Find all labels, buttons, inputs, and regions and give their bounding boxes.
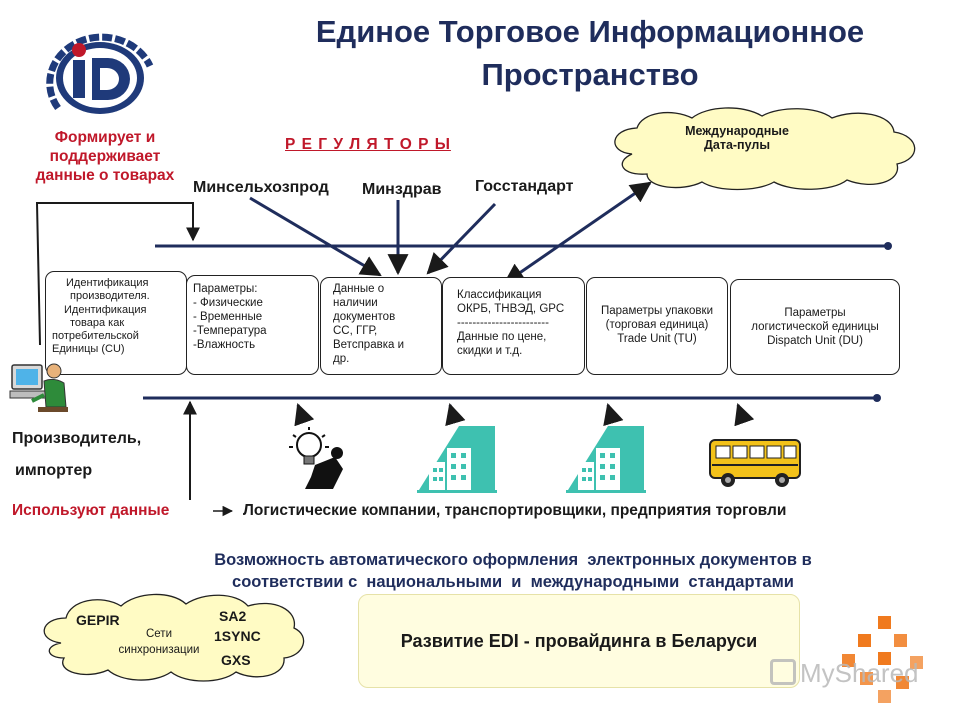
box-trade-unit-line: (торговая единица) xyxy=(605,319,709,331)
box-parameters-line: -Влажность xyxy=(193,339,256,351)
box-dispatch-unit-line: логистической единицы xyxy=(751,321,879,333)
cloud-sa2: SA2 xyxy=(219,608,247,624)
box-classification-line: ОКРБ, ТНВЭД, GPC xyxy=(457,303,565,315)
cloud-nets: Сети синхронизации xyxy=(104,626,214,658)
box-trade-unit-line: Trade Unit (TU) xyxy=(617,333,697,345)
cloud-nets-line1: Сети xyxy=(145,628,172,640)
box-classification-line: Классификация xyxy=(457,289,542,301)
box-trade-unit-line: Параметры упаковки xyxy=(601,305,713,317)
box-dispatch-unit-line: Параметры xyxy=(784,307,846,319)
forms-line1: Формирует и xyxy=(54,129,156,146)
possibility-line2: соответствии с национальными и междунаро… xyxy=(232,573,794,591)
cloud-nets-line2: синхронизации xyxy=(118,644,200,656)
possibility-line1: Возможность автоматического оформления э… xyxy=(214,551,812,569)
box-documents-line: наличии xyxy=(333,297,378,309)
edi-text: Развитие EDI - провайдинга в Беларуси xyxy=(400,630,758,651)
building-icon xyxy=(566,422,646,496)
box-identification-line: производителя. xyxy=(70,290,150,303)
box-identification-line: Идентификация xyxy=(64,303,147,316)
forms-line3: данные о товарах xyxy=(35,167,175,184)
box-documents-line: СС, ГГР, xyxy=(333,325,378,337)
box-documents-line: Ветсправка и xyxy=(333,339,404,351)
box-parameters: Параметры: - Физические - Временные -Тем… xyxy=(186,275,319,375)
datapool-line1: Международные xyxy=(685,124,789,138)
datapool-line2: Дата-пулы xyxy=(703,138,771,152)
box-dispatch-unit: Параметры логистической единицы Dispatch… xyxy=(730,279,900,375)
box-dispatch-unit-line: Dispatch Unit (DU) xyxy=(767,335,863,347)
box-trade-unit: Параметры упаковки (торговая единица) Tr… xyxy=(586,277,728,375)
edi-box: Развитие EDI - провайдинга в Беларуси xyxy=(358,594,800,688)
box-identification-line: Единицы (CU) xyxy=(52,343,125,356)
regulator-minselhoz: Минсельхозпрод xyxy=(193,179,329,196)
title-line2: Пространство xyxy=(481,57,699,92)
building-icon xyxy=(417,422,497,496)
regulator-gosstandart: Госстандарт xyxy=(475,178,574,195)
lightbulb-icon xyxy=(285,425,355,495)
cloud-gxs: GXS xyxy=(221,652,251,668)
box-identification: Идентификация производителя. Идентификац… xyxy=(45,271,187,375)
regulator-minzdrav: Минздрав xyxy=(362,181,442,198)
possibility-text: Возможность автоматического оформления э… xyxy=(118,549,908,593)
box-parameters-line: - Физические xyxy=(193,297,263,309)
page-number: 19 xyxy=(917,668,935,685)
importer-label: импортер xyxy=(15,462,93,479)
logo-graphic xyxy=(46,33,154,114)
box-documents: Данные о наличии документов СС, ГГР, Вет… xyxy=(320,277,442,375)
datapool-cloud-shape xyxy=(614,107,916,191)
sync-cloud-shape xyxy=(43,593,305,682)
logo xyxy=(38,28,163,123)
cloud-gepir: GEPIR xyxy=(76,612,120,628)
watermark: MyShared xyxy=(770,658,919,689)
use-data-label: Используют данные xyxy=(12,502,170,519)
regulators-heading: Р Е Г У Л Я Т О Р Ы xyxy=(285,136,451,153)
cloud-1sync: 1SYNC xyxy=(214,628,261,644)
box-documents-line: др. xyxy=(333,353,350,365)
forms-line2: поддерживает xyxy=(49,148,161,165)
box-documents-line: документов xyxy=(333,311,396,323)
bus-icon xyxy=(706,432,806,492)
box-parameters-line: Параметры: xyxy=(193,283,258,295)
box-parameters-line: - Временные xyxy=(193,311,263,323)
box-identification-line: Идентификация xyxy=(66,277,149,289)
box-classification-line: Данные по цене, xyxy=(457,331,547,343)
logistics-label: Логистические компании, транспортировщик… xyxy=(243,502,787,519)
box-identification-line: потребительской xyxy=(52,330,139,343)
title-line1: Единое Торговое Информационное xyxy=(315,14,865,49)
box-classification: Классификация ОКРБ, ТНВЭД, GPC ---------… xyxy=(442,277,585,375)
producer-label: Производитель, xyxy=(12,430,142,447)
computer-user-icon xyxy=(8,355,70,417)
box-parameters-line: -Температура xyxy=(193,325,267,337)
sync-networks-cloud: GEPIR SA2 1SYNC GXS Сети синхронизации xyxy=(36,588,306,684)
box-classification-line: ------------------------ xyxy=(457,317,549,329)
watermark-icon xyxy=(770,659,796,685)
box-documents-line: Данные о xyxy=(333,283,385,295)
box-classification-line: скидки и т.д. xyxy=(457,345,523,357)
orange-squares-decoration xyxy=(838,616,928,706)
forms-data-text: Формирует и поддерживает данные о товара… xyxy=(10,128,200,185)
box-identification-line: товара как xyxy=(70,316,125,329)
datapool-cloud: Международные Дата-пулы xyxy=(602,104,927,192)
watermark-text: MyShared xyxy=(800,658,919,688)
page-title: Единое Торговое Информационное Пространс… xyxy=(230,10,950,96)
